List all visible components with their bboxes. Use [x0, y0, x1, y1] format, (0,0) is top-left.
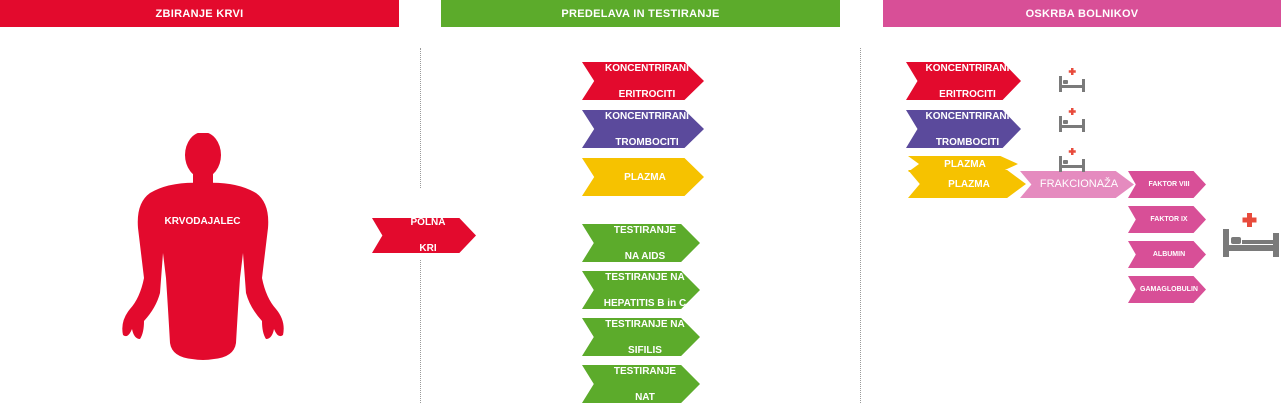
header-processing: PREDELAVA IN TESTIRANJE [441, 0, 840, 27]
product-label-line2: ERITROCITI [618, 88, 676, 100]
hospital-bed-icon [1059, 108, 1085, 132]
separator-line-1b [420, 260, 421, 403]
derivative-label: FAKTOR VIII [1148, 180, 1190, 188]
whole-blood-line1: POLNA [410, 217, 446, 228]
care-product-platelets: KONCENTRIRANI TROMBOCITI [906, 110, 1021, 148]
separator-line-2 [860, 48, 861, 403]
hospital-bed-icon [1223, 213, 1279, 257]
test-label-line1: TESTIRANJE NA [605, 271, 685, 283]
processing-product-erythrocytes: KONCENTRIRANI ERITROCITI [582, 62, 704, 100]
product-label-line1: KONCENTRIRANI [925, 62, 1010, 74]
test-label-line2: NA AIDS [624, 250, 666, 262]
fractionation-arrow: FRAKCIONAŽA [1020, 171, 1134, 198]
derivative-label: FAKTOR IX [1150, 215, 1188, 223]
header-care: OSKRBA BOLNIKOV [883, 0, 1281, 27]
derivative-albumin: ALBUMIN [1128, 241, 1206, 268]
product-label-line2: TROMBOCITI [615, 136, 679, 148]
care-product-plasma: PLAZMA [908, 170, 1026, 198]
product-label: PLAZMA [944, 158, 986, 170]
whole-blood-arrow: POLNA KRI [372, 218, 476, 253]
product-label-line2: ERITROCITI [939, 88, 996, 100]
human-body-icon [122, 133, 284, 360]
test-hepatitis: TESTIRANJE NA HEPATITIS B in C [582, 271, 700, 309]
care-product-erythrocytes: KONCENTRIRANI ERITROCITI [906, 62, 1021, 100]
processing-product-platelets: KONCENTRIRANI TROMBOCITI [582, 110, 704, 148]
product-label-line1: KONCENTRIRANI [605, 62, 689, 74]
test-label-line1: TESTIRANJE [613, 224, 677, 236]
test-aids: TESTIRANJE NA AIDS [582, 224, 700, 262]
test-nat: TESTIRANJE NAT [582, 365, 700, 403]
test-syphilis: TESTIRANJE NA SIFILIS [582, 318, 700, 356]
test-label-line1: TESTIRANJE NA [605, 318, 685, 330]
product-label: PLAZMA [948, 178, 990, 190]
test-label-line2: SIFILIS [628, 344, 662, 356]
test-label-line1: TESTIRANJE [613, 365, 677, 377]
whole-blood-line2: KRI [419, 243, 437, 254]
donor-label: KRVODAJALEC [164, 216, 241, 227]
product-label-line1: PLAZMA [624, 171, 666, 183]
care-product-plasma-small: PLAZMA [908, 156, 1018, 172]
derivative-label: GAMAGLOBULIN [1140, 285, 1198, 293]
header-collection: ZBIRANJE KRVI [0, 0, 399, 27]
product-label-line1: KONCENTRIRANI [925, 110, 1010, 122]
fractionation-label: FRAKCIONAŽA [1039, 178, 1119, 191]
product-label-line1: KONCENTRIRANI [605, 110, 689, 122]
hospital-bed-icon [1059, 148, 1085, 172]
derivative-factor-viii: FAKTOR VIII [1128, 171, 1206, 198]
derivative-gamaglobulin: GAMAGLOBULIN [1128, 276, 1206, 303]
hospital-bed-icon [1059, 68, 1085, 92]
processing-product-plasma: PLAZMA [582, 158, 704, 196]
test-label-line2: NAT [635, 391, 655, 403]
test-label-line2: HEPATITIS B in C [603, 297, 687, 309]
derivative-factor-ix: FAKTOR IX [1128, 206, 1206, 233]
separator-line-1a [420, 48, 421, 188]
derivative-label: ALBUMIN [1152, 250, 1186, 258]
product-label-line2: TROMBOCITI [935, 136, 1000, 148]
